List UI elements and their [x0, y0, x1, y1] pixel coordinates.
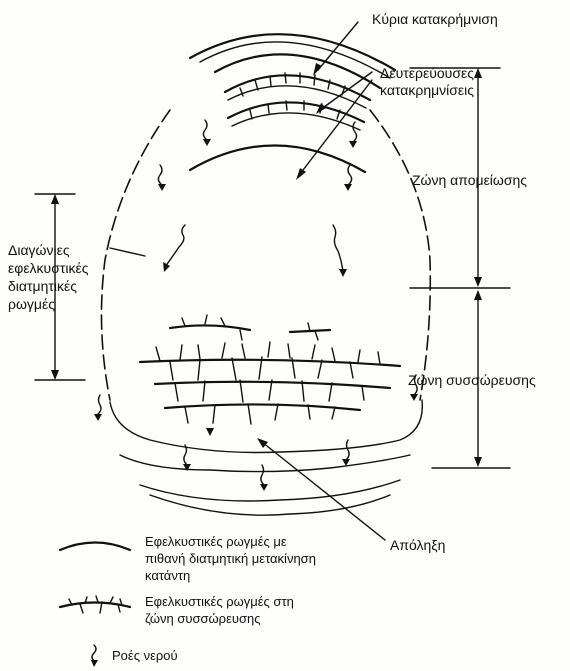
depletion-zone-label: Ζώνη απομείωσης — [412, 172, 527, 188]
legend-water-label: Ροές νερού — [112, 648, 178, 663]
leader-lines — [110, 22, 385, 540]
secondary-scarps-label-1: Δευτερεύουσες — [380, 65, 474, 81]
toe-label: Απόληξη — [390, 537, 445, 553]
zone-dimension-lines — [35, 68, 510, 468]
main-scarp-arcs — [190, 34, 395, 88]
legend-tension-label-2: πιθανή διατμητική μετακίνηση — [145, 551, 316, 566]
diagonal-cracks-label-1: Διαγώνιες — [8, 242, 70, 258]
water-flow-arrows — [94, 120, 418, 491]
accumulation-cracks — [140, 315, 400, 436]
landslide-outline — [101, 110, 430, 515]
secondary-scarps-label-2: κατακρημνίσεις — [380, 82, 474, 98]
legend-accumulation-label-1: Εφελκυστικές ρωγμές στη — [145, 594, 294, 609]
legend: Εφελκυστικές ρωγμές με πιθανή διατμητική… — [60, 534, 316, 667]
legend-accumulation-label-2: ζώνη συσσώρευσης — [145, 611, 261, 626]
jagged-crack-icon — [60, 596, 130, 613]
water-flow-squiggle-icon — [91, 645, 98, 667]
legend-tension-label-1: Εφελκυστικές ρωγμές με — [145, 534, 287, 549]
accumulation-zone-label: Ζώνη συσσώρευσης — [408, 372, 536, 388]
legend-tension-label-3: κατάντη — [145, 568, 190, 583]
main-scarp-label: Κύρια κατακρήμνιση — [372, 11, 498, 27]
diagonal-cracks-label-4: ρωγμές — [8, 296, 55, 312]
diagonal-cracks-label-3: διατμητικές — [8, 278, 77, 294]
diagonal-cracks-label-2: εφελκυστικές — [8, 260, 89, 276]
secondary-scarps — [190, 73, 370, 172]
curved-crack-icon — [60, 543, 130, 551]
